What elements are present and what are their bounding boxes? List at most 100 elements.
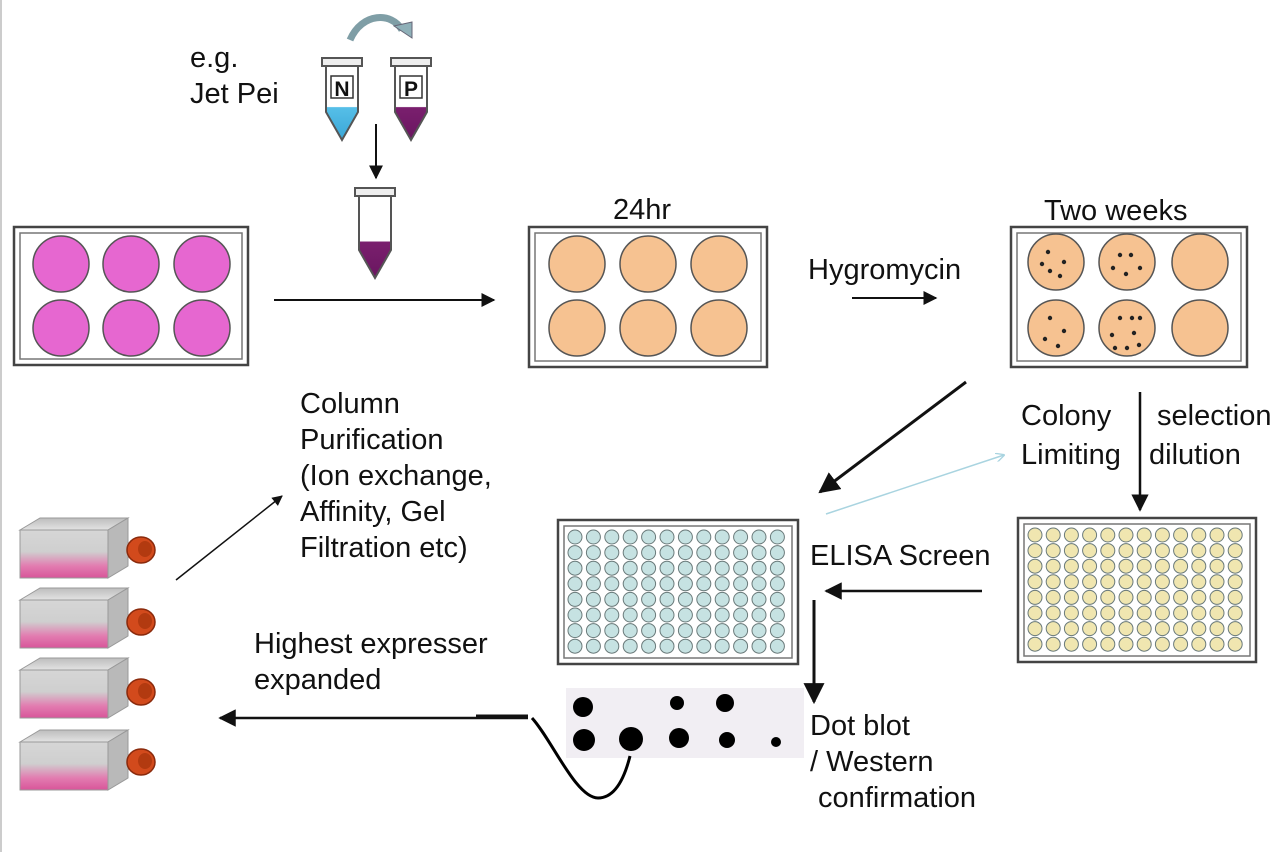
plate-well <box>1045 543 1061 559</box>
six-well-plate-colonies <box>1009 225 1249 369</box>
plate-well <box>733 560 749 576</box>
culture-flask-1 <box>18 517 156 579</box>
plate-well <box>641 576 657 592</box>
elisa-screen-label: ELISA Screen <box>810 540 991 572</box>
plate-well <box>659 623 675 639</box>
plate-well <box>1136 574 1152 590</box>
plate-well <box>1209 636 1225 652</box>
plate-well <box>733 591 749 607</box>
plate-well <box>1100 574 1116 590</box>
plate-well <box>696 529 712 545</box>
plate-well <box>585 576 601 592</box>
plate-well <box>1118 527 1134 543</box>
plate-well <box>1136 558 1152 574</box>
selection-curve <box>530 716 632 800</box>
plate-well <box>733 638 749 654</box>
plate-well <box>622 623 638 639</box>
plate-well <box>1045 574 1061 590</box>
plate-well <box>1118 605 1134 621</box>
plate-well <box>696 607 712 623</box>
plate-well <box>585 545 601 561</box>
plate-well <box>733 545 749 561</box>
plate-well <box>1173 621 1189 637</box>
plate-well <box>659 638 675 654</box>
plate-well <box>696 576 712 592</box>
plate-well <box>1063 589 1079 605</box>
plate-well <box>641 560 657 576</box>
plate-well <box>1173 605 1189 621</box>
plate-well <box>604 591 620 607</box>
plate-well <box>1136 621 1152 637</box>
highest-expresser-line: Highest expresser <box>254 628 488 660</box>
plate-well <box>659 576 675 592</box>
plate-well <box>1191 558 1207 574</box>
two-weeks-label: Two weeks <box>1044 195 1188 227</box>
plate-well <box>751 560 767 576</box>
six-well-plate-transfection <box>12 225 250 367</box>
plate-well <box>769 607 785 623</box>
plate-well <box>1118 636 1134 652</box>
plate-well <box>622 545 638 561</box>
plate-well <box>1173 574 1189 590</box>
plate-well <box>677 591 693 607</box>
plate-well <box>604 545 620 561</box>
plate-well <box>1209 558 1225 574</box>
plate-well <box>714 591 730 607</box>
plate-well <box>1045 636 1061 652</box>
plate-well <box>1227 527 1243 543</box>
plate-well <box>1191 574 1207 590</box>
plate-well <box>1082 574 1098 590</box>
culture-flask-2 <box>18 587 156 649</box>
plate-well <box>1154 605 1170 621</box>
plate-well <box>567 545 583 561</box>
plate-well <box>1136 543 1152 559</box>
dot-blot-line: confirmation <box>810 782 977 814</box>
plate-well <box>604 529 620 545</box>
plate-well <box>714 529 730 545</box>
plate-well <box>641 545 657 561</box>
plate-well <box>641 638 657 654</box>
plate-well <box>567 560 583 576</box>
plate-well <box>1082 527 1098 543</box>
plate-well <box>659 529 675 545</box>
culture-flask-4 <box>18 729 156 791</box>
plate-well <box>585 560 601 576</box>
eg-label: e.g. <box>190 42 239 74</box>
plate-well <box>1227 558 1243 574</box>
plate-well <box>1045 621 1061 637</box>
plate-well <box>1082 605 1098 621</box>
plate-well <box>769 560 785 576</box>
plate-well <box>567 623 583 639</box>
plate-well <box>696 623 712 639</box>
plate-well <box>1209 605 1225 621</box>
plate-well <box>1118 621 1134 637</box>
plate-well <box>1136 636 1152 652</box>
plate-well <box>751 529 767 545</box>
plate-well <box>1173 527 1189 543</box>
tube-p-label: P <box>404 78 418 101</box>
plate-well <box>604 607 620 623</box>
colony-label: Colony <box>1021 400 1112 432</box>
arrow-to-elisa-plate <box>818 380 967 494</box>
plate-well <box>714 623 730 639</box>
plate-well <box>751 591 767 607</box>
plate-well <box>1063 558 1079 574</box>
plate-well <box>714 545 730 561</box>
plate-well <box>1227 543 1243 559</box>
ninety-six-well-plate-elisa <box>556 518 800 666</box>
plate-well <box>769 545 785 561</box>
plate-well <box>769 591 785 607</box>
plate-well <box>1173 543 1189 559</box>
dot-blot-label: Dot blot / Western confirmation <box>810 708 976 816</box>
plate-well <box>567 576 583 592</box>
plate-well <box>1136 527 1152 543</box>
plate-well <box>1227 574 1243 590</box>
plate-well <box>1100 543 1116 559</box>
selection-label: selection <box>1157 400 1272 432</box>
plate-well <box>751 576 767 592</box>
plate-well <box>1191 543 1207 559</box>
plate-well <box>714 560 730 576</box>
plate-well <box>733 623 749 639</box>
plate-well <box>733 529 749 545</box>
plate-well <box>769 576 785 592</box>
